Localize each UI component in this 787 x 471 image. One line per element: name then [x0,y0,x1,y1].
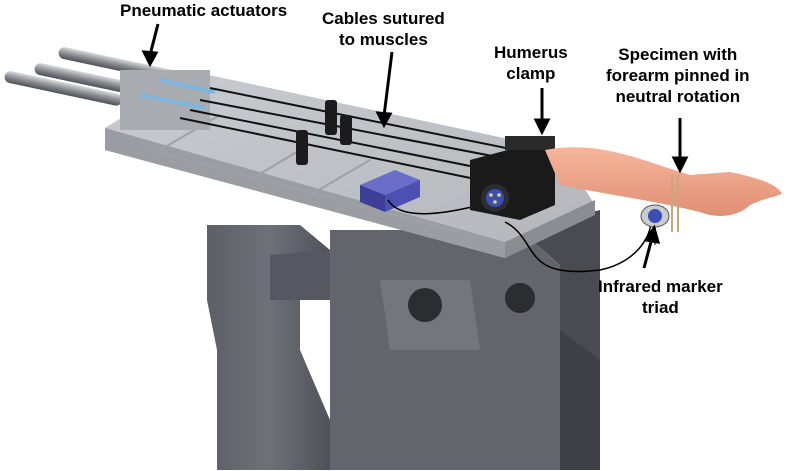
support-frame [207,210,600,470]
pulley-posts [296,100,352,165]
label-infrared-marker-triad: Infrared marker triad [598,277,723,317]
label-humerus-clamp: Humerus clamp [494,43,568,83]
specimen-arm [545,147,782,232]
control-box [360,170,652,273]
humerus-clamp [470,136,555,220]
infrared-marker-triad [640,204,670,245]
callout-arrows [141,23,689,269]
label-cables-sutured: Cables sutured to muscles [322,9,445,49]
label-specimen: Specimen with forearm pinned in neutral … [606,45,750,106]
label-pneumatic-actuators: Pneumatic actuators [120,1,288,20]
pneumatic-actuators [4,47,216,130]
